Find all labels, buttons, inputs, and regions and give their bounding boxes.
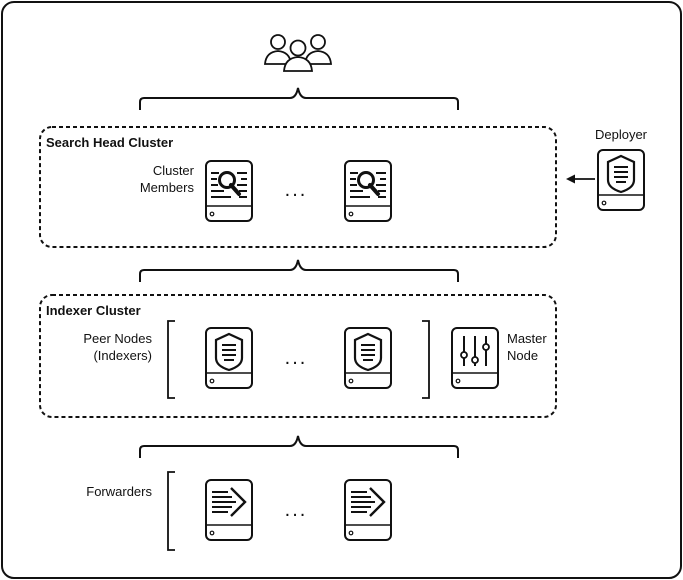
indexer-cluster-box [39, 294, 557, 418]
search-server-icon [205, 160, 253, 222]
peers-bracket-left [167, 320, 175, 399]
search-head-cluster-box [39, 126, 557, 248]
peer-nodes-line1: Peer Nodes [83, 331, 152, 346]
indexers-ellipsis: ... [284, 347, 308, 369]
cluster-members-label: Cluster Members [110, 162, 194, 196]
forwarders-bracket [167, 471, 175, 551]
deployer-arrow [566, 174, 595, 184]
brace-indexers [139, 435, 459, 458]
forwarders-label: Forwarders [86, 484, 152, 499]
peer-nodes-line2: (Indexers) [93, 348, 152, 363]
cluster-members-line2: Members [139, 180, 194, 195]
cluster-members-line1: Cluster [152, 163, 194, 178]
forwarder-server-icon [344, 479, 392, 541]
search-heads-ellipsis: ... [284, 179, 308, 201]
forwarders-ellipsis: ... [284, 499, 308, 521]
brace-search-heads [139, 259, 459, 282]
indexer-server-icon [597, 149, 645, 211]
indexer-cluster-title: Indexer Cluster [46, 303, 141, 318]
indexer-server-icon [344, 327, 392, 389]
peers-bracket-right [422, 320, 430, 399]
master-node-icon [451, 327, 499, 389]
deployer-label: Deployer [594, 127, 648, 142]
forwarder-server-icon [205, 479, 253, 541]
peer-nodes-label: Peer Nodes (Indexers) [62, 330, 152, 364]
indexer-server-icon [205, 327, 253, 389]
brace-users [139, 87, 459, 110]
search-head-cluster-title: Search Head Cluster [46, 135, 174, 150]
master-node-label: Master Node [507, 330, 553, 364]
users-icon [264, 34, 332, 72]
master-node-line1: Master [507, 331, 547, 346]
search-server-icon [344, 160, 392, 222]
master-node-line2: Node [507, 348, 539, 363]
